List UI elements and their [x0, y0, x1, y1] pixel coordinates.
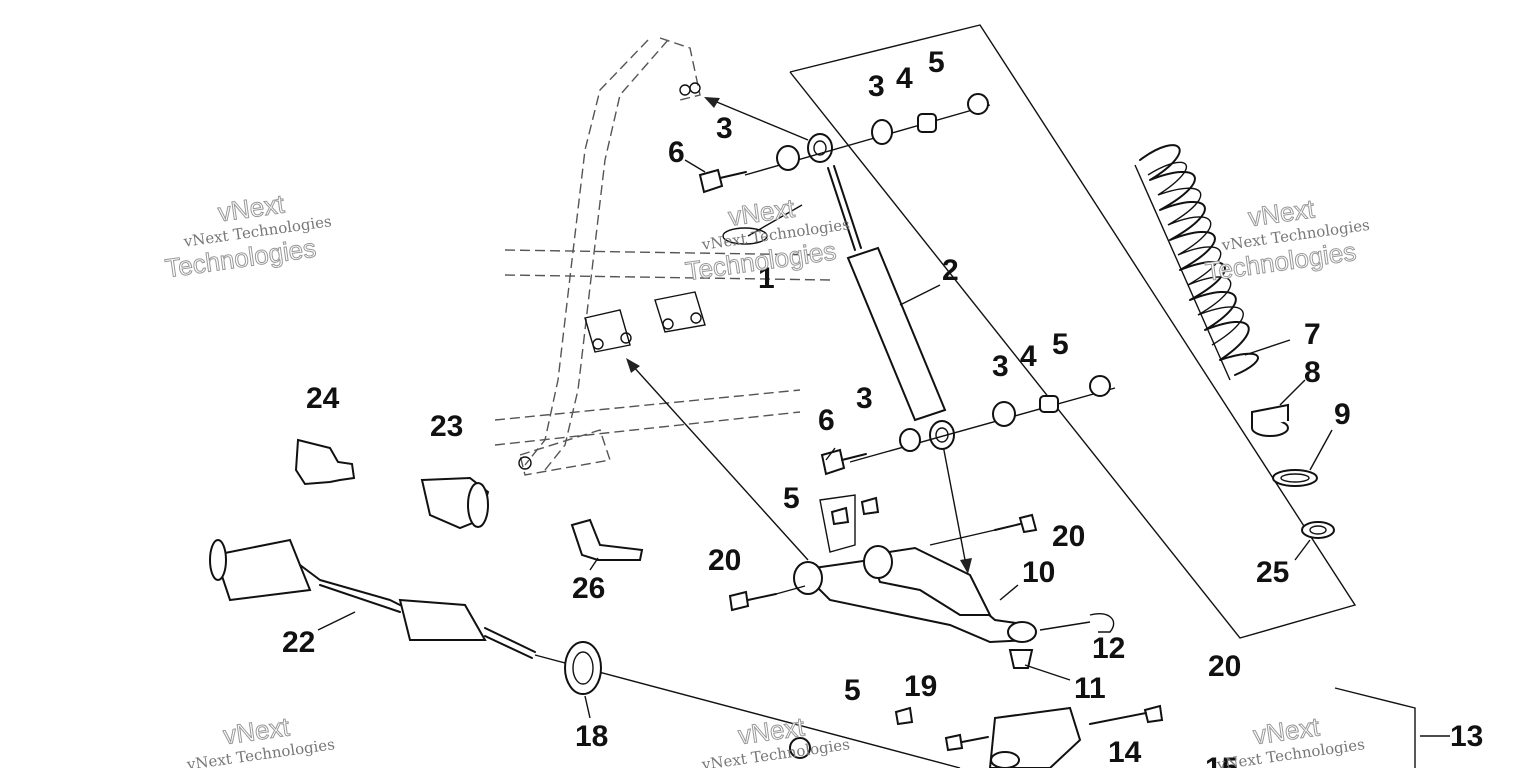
callout-4: 4	[896, 62, 913, 95]
callout-5: 5	[928, 46, 945, 79]
coil-spring	[1134, 144, 1259, 381]
callout-3: 3	[716, 112, 733, 145]
mount-arrows	[626, 97, 972, 574]
callout-9: 9	[1334, 398, 1351, 431]
callout-labels: 1 2 3 4 5 3 6 3 4 5 3 6 7 8 9 25 24 23 2…	[282, 46, 1483, 768]
callout-1: 1	[758, 262, 775, 295]
callout-24: 24	[306, 382, 340, 415]
lower-hardware	[820, 375, 1116, 476]
callout-5: 5	[844, 674, 861, 707]
callout-15: 15	[1205, 752, 1238, 768]
callout-4: 4	[1020, 340, 1037, 373]
callout-20: 20	[1052, 520, 1085, 553]
spring-seats	[1251, 403, 1335, 539]
callout-3: 3	[856, 382, 873, 415]
arm-hardware	[728, 496, 1115, 633]
callout-26: 26	[572, 572, 605, 605]
callout-20: 20	[1208, 650, 1241, 683]
leader-lines	[317, 159, 1450, 737]
callout-7: 7	[1304, 318, 1321, 351]
callout-8: 8	[1304, 356, 1321, 389]
frame-reference	[494, 37, 831, 476]
callout-12: 12	[1092, 632, 1125, 665]
knuckle	[789, 687, 1416, 768]
watermarks: vNext vNext Technologies Technologies vN…	[163, 188, 1371, 768]
callout-19: 19	[904, 670, 937, 703]
callout-22: 22	[282, 626, 315, 659]
callout-20: 20	[708, 544, 741, 577]
callout-3: 3	[868, 70, 885, 103]
callout-3: 3	[992, 350, 1009, 383]
upper-hardware	[698, 93, 991, 194]
cv-boots	[294, 438, 644, 695]
callout-10: 10	[1022, 556, 1055, 589]
callout-6: 6	[668, 136, 685, 169]
callout-5: 5	[1052, 328, 1069, 361]
callout-6: 6	[818, 404, 835, 437]
callout-13: 13	[1450, 720, 1483, 753]
callout-14: 14	[1108, 736, 1142, 768]
callout-18: 18	[575, 720, 608, 753]
callout-5: 5	[783, 482, 800, 515]
shock-kit-outline	[789, 24, 1357, 639]
a-arm	[793, 494, 1037, 669]
callout-11: 11	[1074, 672, 1106, 705]
callout-2: 2	[942, 254, 959, 287]
half-shaft	[209, 538, 961, 768]
callout-23: 23	[430, 410, 463, 443]
callout-25: 25	[1256, 556, 1289, 589]
